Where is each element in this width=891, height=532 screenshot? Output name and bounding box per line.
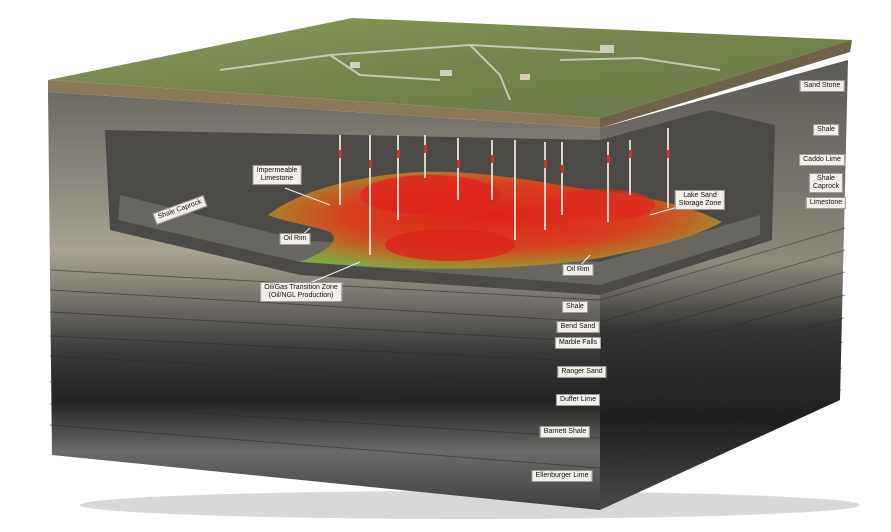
land-surface xyxy=(48,18,852,118)
ground-shadow xyxy=(80,491,860,519)
label-caddo-lime: Caddo Lime xyxy=(799,154,845,166)
label-marble-falls: Marble Falls xyxy=(554,337,602,349)
label-duffer-lime: Duffer Lime xyxy=(555,394,601,406)
wells xyxy=(339,128,669,255)
label-shale-caprock-right: Shale Caprock xyxy=(808,173,844,193)
label-oil-rim-left: Oil Rim xyxy=(279,233,311,245)
label-bend-sand: Bend Sand xyxy=(556,321,600,333)
surface-pads xyxy=(350,45,614,80)
well-perforations xyxy=(339,145,670,173)
cavity-floor xyxy=(118,195,760,285)
surface-roads xyxy=(219,43,721,101)
reservoir-dome-1 xyxy=(360,175,500,215)
label-ellenburger-lime: Ellenburger Lime xyxy=(531,470,593,482)
surface-front-edge xyxy=(48,80,600,128)
label-oil-rim-right: Oil Rim xyxy=(562,264,594,276)
label-transition-zone: Oil/Gas Transition Zone (Oil/NGL Product… xyxy=(260,282,342,302)
side-strata-lines xyxy=(599,227,846,469)
label-ranger-sand: Ranger Sand xyxy=(557,366,607,378)
surface-side-edge xyxy=(600,40,852,128)
label-impermeable-limestone: Impermeable Limestone xyxy=(252,165,302,185)
label-sand-stone: Sand Stone xyxy=(799,80,845,92)
label-shale-top: Shale xyxy=(813,124,839,136)
label-limestone-right: Limestone xyxy=(805,197,847,209)
reservoir-dome-2 xyxy=(545,189,655,221)
label-barnett-shale: Barnett Shale xyxy=(539,426,591,438)
reservoir-dome-3 xyxy=(385,229,515,261)
label-lake-sand-storage-zone: Lake Sand Storage Zone xyxy=(674,190,726,210)
label-shale-mid: Shale xyxy=(562,301,588,313)
